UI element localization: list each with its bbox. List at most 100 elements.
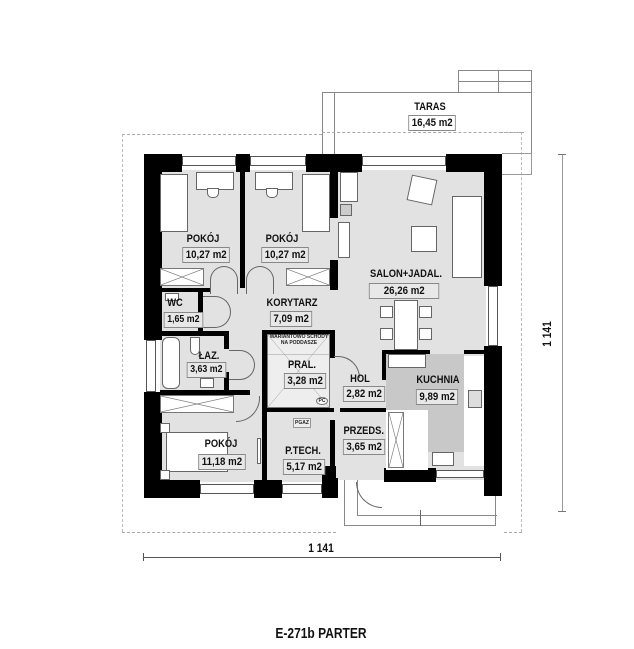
fridge (388, 354, 426, 368)
korytarz-area: 7,09 m2 (269, 311, 313, 327)
salon-label: SALON+JADAL. (370, 268, 442, 280)
wall-pral-right (330, 330, 335, 358)
wall-outer-bottom-left (144, 480, 200, 498)
wall-pokoj-divider (240, 170, 245, 288)
przeds-label: PRZEDS. (343, 425, 384, 437)
kitchen-sink (432, 452, 454, 466)
stairs-variant-area (267, 334, 330, 408)
fireplace (340, 172, 358, 202)
bed-pokoj2 (302, 174, 330, 232)
porch-divider (420, 510, 421, 526)
wall-salon-left (330, 170, 338, 218)
kuchnia-label: KUCHNIA (416, 374, 460, 386)
wall-outer-left-bottom (144, 392, 162, 498)
dining-chair-3 (419, 306, 432, 318)
hol-area: 2,82 m2 (342, 386, 386, 402)
sofa (452, 196, 482, 278)
wall-outer-top-mid1 (236, 154, 250, 172)
pokoj1-area: 10,27 m2 (182, 247, 231, 263)
wall-kitchen-top-left (382, 350, 386, 380)
roof-outline-left (122, 134, 123, 532)
stove-icon (340, 204, 352, 216)
width-dim-tick-right (500, 553, 501, 561)
window-pokoj3 (200, 484, 254, 494)
roof-outline-bottom (122, 532, 522, 533)
door-pokoj1[interactable] (210, 266, 238, 294)
taras-label: TARAS (414, 101, 446, 113)
bathtub (162, 337, 180, 389)
door-wc[interactable] (203, 296, 231, 328)
wardrobe-pokoj1 (160, 268, 204, 286)
wall-outer-bottom-ptech (322, 478, 338, 498)
wc-area: 1,65 m2 (163, 312, 204, 328)
wall-pral-left (262, 330, 267, 410)
kitchen-counter-area (464, 356, 486, 466)
ptech-label: P.TECH. (285, 445, 321, 457)
chair-pokoj2 (266, 188, 278, 198)
wc-sink (165, 293, 179, 301)
terrace (322, 92, 532, 154)
bath-sink (200, 378, 214, 388)
chair-pokoj1 (207, 188, 219, 198)
window-pokoj1 (182, 156, 236, 166)
coffee-table (411, 226, 437, 252)
roof-outline-top (122, 134, 322, 135)
wall-laz-right-low (224, 372, 229, 394)
dining-chair-4 (419, 328, 432, 340)
wall-hol-bottom (340, 408, 388, 412)
toilet (190, 337, 200, 355)
wall-outer-bottom-right (384, 468, 436, 482)
dining-chair-2 (380, 328, 393, 340)
korytarz-label: KORYTARZ (266, 297, 318, 309)
armchair (406, 174, 438, 206)
porch-inner (357, 480, 497, 516)
stairs-note-2: NA PODDASZE (280, 340, 318, 346)
wall-pral-bottom (262, 408, 334, 412)
nightstand-1 (160, 423, 170, 433)
window-ptech (282, 484, 322, 494)
wardrobe-pokoj3 (160, 395, 234, 413)
wall-ptech-right (330, 420, 335, 482)
wall-kitchen-top-right (464, 350, 486, 354)
window-salon-right (488, 286, 498, 346)
pokoj3-area: 11,18 m2 (198, 454, 246, 470)
door-laz[interactable] (229, 350, 255, 380)
przeds-area: 3,65 m2 (342, 439, 386, 455)
width-dimension-line (143, 557, 500, 558)
terrace-step-divider (498, 70, 499, 92)
tv-unit (338, 222, 350, 258)
height-dim-tick-bottom (558, 511, 566, 512)
pral-area: 3,28 m2 (283, 373, 327, 389)
terrace-right-ext (502, 153, 532, 175)
taras-area: 16,45 m2 (408, 115, 457, 131)
kuchnia-area: 9,89 m2 (415, 389, 459, 405)
dining-table (394, 300, 418, 350)
wc-label: WC (167, 297, 183, 309)
wall-laz-right (224, 331, 229, 349)
terrace-dash (322, 132, 522, 133)
wall-laz-bottom (160, 390, 250, 395)
wall-outer-bottom-mid (254, 480, 282, 498)
height-dimension-line (562, 154, 563, 511)
pc-label: PC (316, 397, 328, 405)
height-dim-tick-top (558, 154, 566, 155)
window-salon (362, 156, 446, 166)
wall-pral-top (262, 330, 332, 334)
door-slider-pokoj3[interactable] (257, 438, 261, 464)
width-dim-tick-left (143, 553, 144, 561)
przeds-wardrobe (388, 412, 404, 468)
salon-area: 26,26 m2 (368, 283, 440, 299)
pokoj2-label: POKÓJ (265, 233, 299, 245)
pral-label: PRAL. (287, 359, 317, 371)
door-pokoj2[interactable] (246, 266, 274, 294)
wall-kitchen-top (382, 350, 430, 354)
wall-salon-left-low (330, 260, 338, 290)
wall-wc-top (160, 288, 210, 292)
hol-label: HOL (350, 373, 370, 385)
pokoj3-label: POKÓJ (204, 438, 238, 450)
pgaz-label: PGAZ (293, 418, 311, 428)
dining-chair-1 (380, 306, 393, 318)
bed-pokoj1 (160, 174, 188, 232)
laz-label: ŁAZ. (198, 350, 220, 362)
window-kitchen (436, 470, 484, 478)
